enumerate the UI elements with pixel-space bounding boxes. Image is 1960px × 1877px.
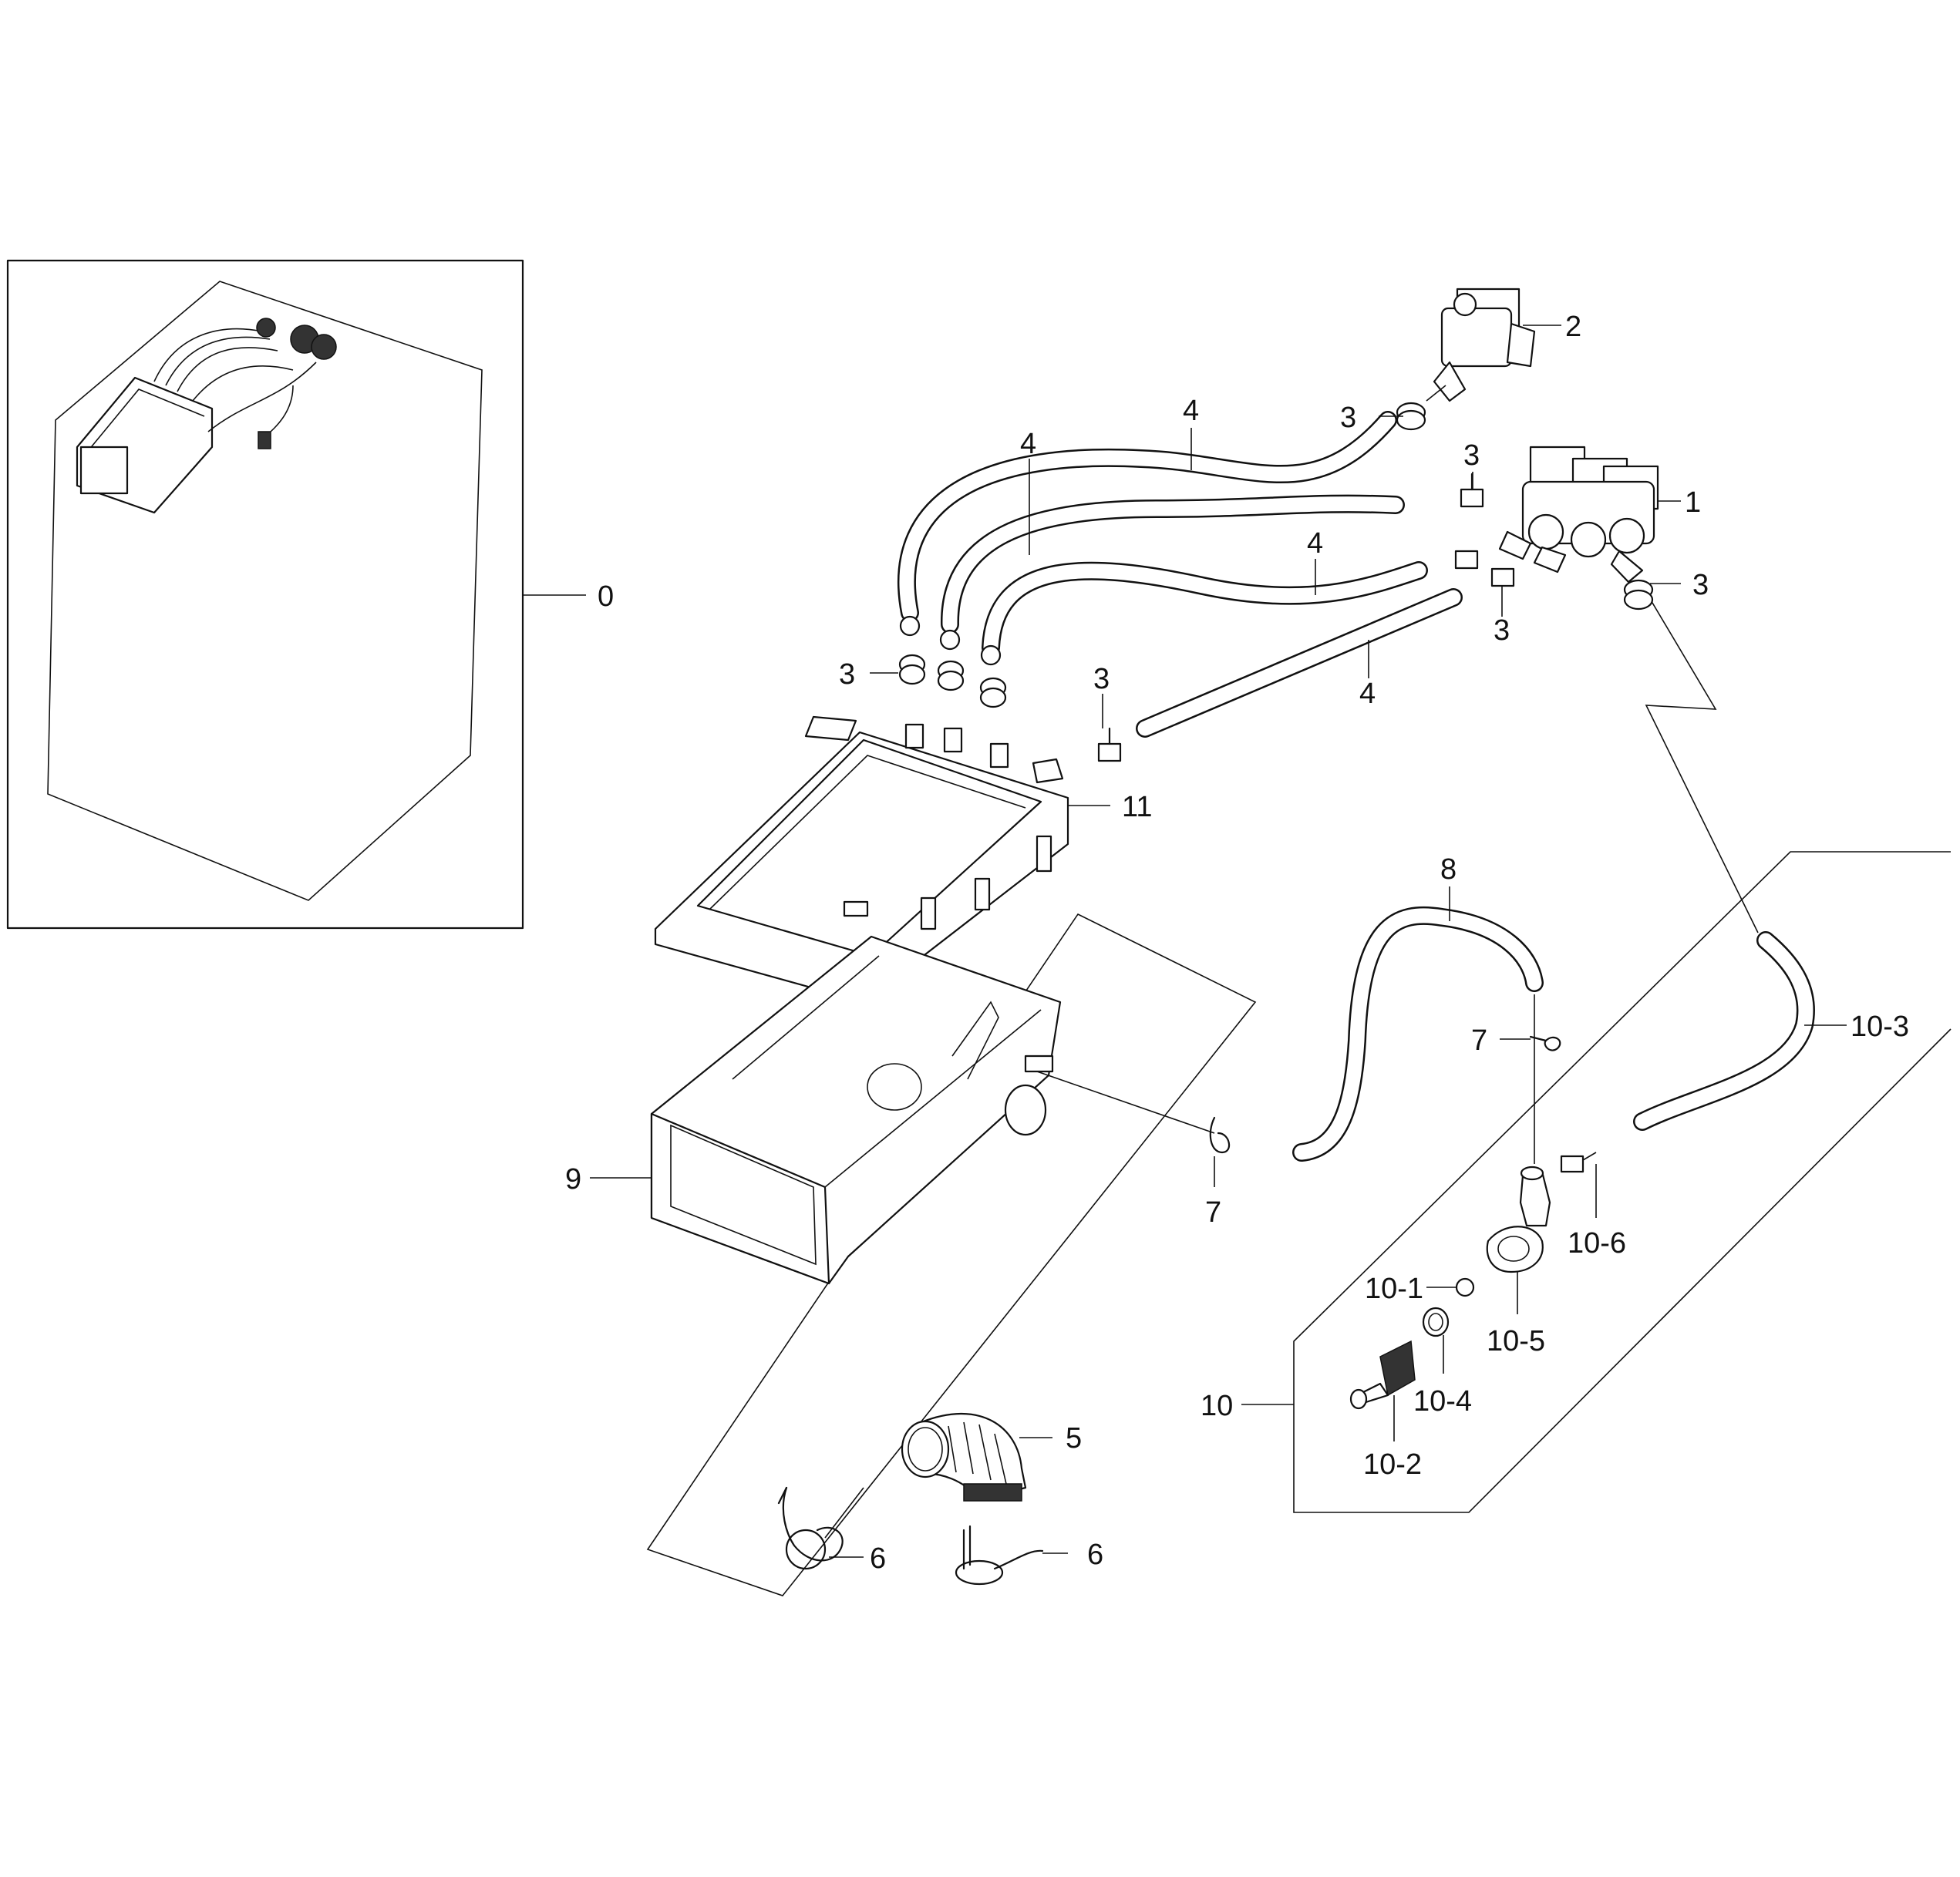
clamp-3-left-trio [898, 654, 1007, 708]
callout-2: 2 [1565, 311, 1581, 343]
callout-10-6: 10-6 [1568, 1227, 1626, 1260]
clamp-6-left [777, 1486, 864, 1570]
callout-3a: 3 [1340, 402, 1356, 434]
callout-1: 1 [1685, 486, 1701, 519]
callout-7b: 7 [1471, 1024, 1487, 1057]
callout-11: 11 [1122, 791, 1152, 823]
callout-3c: 3 [1692, 569, 1709, 601]
callout-10-3: 10-3 [1851, 1011, 1909, 1043]
valve-1 [1498, 446, 1659, 584]
callout-labels: 0 1 2 3 3 3 3 3 3 4 4 4 4 5 6 6 7 7 8 9 … [565, 311, 1909, 1575]
hoses [897, 411, 1815, 1162]
bellows-5 [901, 1412, 1027, 1502]
inlet-assembly-10 [1349, 1152, 1597, 1410]
callout-10-5: 10-5 [1487, 1325, 1545, 1357]
panel-right [1293, 851, 1952, 1513]
callout-4b: 4 [1020, 428, 1036, 460]
callout-7a: 7 [1205, 1196, 1221, 1229]
callout-4d: 4 [1359, 678, 1376, 710]
hose-end-rings [899, 615, 1002, 666]
nut-10-5 [1486, 1226, 1544, 1273]
washer-10-4 [1422, 1307, 1450, 1337]
overview-dispenser-assembly [76, 318, 337, 514]
callout-5: 5 [1066, 1422, 1082, 1455]
callout-3b: 3 [1463, 439, 1480, 472]
callout-9: 9 [565, 1163, 581, 1196]
clamp-6-right [955, 1525, 1044, 1586]
callout-4a: 4 [1183, 395, 1199, 427]
clamps-3 [898, 402, 1654, 762]
callout-10-1: 10-1 [1365, 1273, 1423, 1305]
overview-inset-frame [6, 259, 524, 930]
callout-10-4: 10-4 [1413, 1385, 1472, 1418]
callout-0: 0 [598, 580, 614, 613]
clamp-3-valve2 [1396, 402, 1426, 431]
callout-10-2: 10-2 [1363, 1448, 1422, 1481]
clamp-10-6 [1560, 1155, 1585, 1173]
panel-left [646, 913, 1257, 1596]
ball-10-1 [1455, 1277, 1475, 1297]
filter-10-2 [1379, 1340, 1416, 1397]
clamp-3-mid [1454, 550, 1515, 587]
overview-cabinet-outline [47, 281, 483, 901]
clamp-3-upper [1460, 473, 1484, 508]
dispenser-body-9 [650, 935, 1062, 1285]
overview-inset [6, 259, 524, 930]
clamp-7-lower [1036, 1071, 1231, 1187]
callout-3e: 3 [839, 658, 855, 691]
callout-3f: 3 [1093, 663, 1110, 695]
callout-3d: 3 [1494, 614, 1510, 647]
callout-4c: 4 [1307, 527, 1323, 560]
clamp-7-upper [1529, 994, 1561, 1164]
clamp-3-valve1-right [1623, 579, 1654, 611]
break-line [1642, 585, 1759, 933]
clamp-3-single [1097, 727, 1122, 762]
callout-8: 8 [1440, 853, 1457, 886]
callout-6a: 6 [870, 1542, 886, 1575]
callout-10: 10 [1201, 1390, 1233, 1422]
valve-2 [1426, 288, 1536, 402]
callout-6b: 6 [1087, 1539, 1103, 1571]
